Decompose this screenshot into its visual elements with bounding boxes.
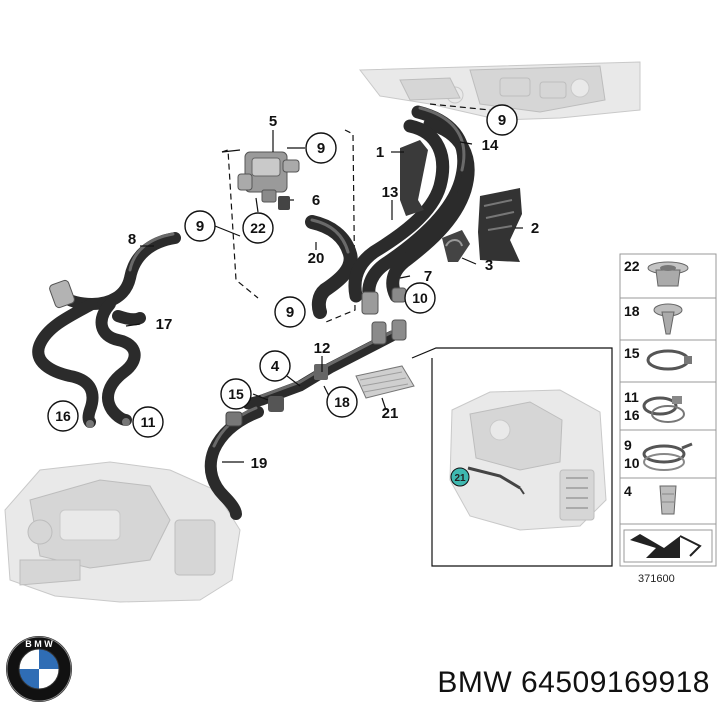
pad-hatching — [359, 371, 409, 393]
callout-21: 21 — [382, 405, 399, 422]
legend-label-18: 18 — [624, 303, 640, 319]
part-6-seal — [278, 196, 290, 210]
cover-part-2 — [478, 188, 522, 262]
callout-16: 16 — [55, 408, 71, 424]
legend-label-16: 16 — [624, 407, 640, 423]
legend-label-4: 4 — [624, 483, 632, 499]
hose-clamp-icon — [646, 349, 692, 371]
legend-label-10: 10 — [624, 455, 640, 471]
callout-21-inset: 21 — [454, 473, 466, 484]
hose-20 — [305, 215, 358, 319]
callout-circles — [47, 104, 518, 487]
legend-labels: 22 18 15 11 16 9 10 4 — [624, 258, 640, 499]
callout-4: 4 — [271, 358, 280, 375]
double-hose-clamp-icon — [642, 396, 685, 423]
callout-20: 20 — [308, 250, 325, 267]
callout-6: 6 — [312, 192, 320, 209]
nut-clip-icon — [659, 485, 677, 515]
bracket-part-1 — [400, 140, 428, 216]
engine-top-illustration — [359, 61, 641, 121]
brand-part-number: BMW 64509169918 — [437, 666, 710, 699]
bmw-roundel-icon: B M W — [6, 636, 72, 702]
callout-13: 13 — [382, 184, 399, 201]
callout-11: 11 — [141, 414, 156, 430]
dash-lead-9a — [429, 103, 491, 111]
callout-9c: 9 — [196, 218, 204, 235]
callout-7: 7 — [424, 268, 432, 285]
legend-label-11: 11 — [624, 389, 639, 405]
svg-text:B M W: B M W — [25, 639, 53, 649]
clip-part-3 — [442, 230, 470, 262]
heater-valve — [237, 151, 300, 203]
callout-12: 12 — [314, 340, 331, 357]
callout-19: 19 — [251, 455, 268, 472]
hose-19 — [204, 406, 264, 520]
engine-bottom-illustration — [4, 461, 241, 603]
callout-18: 18 — [334, 394, 350, 410]
callout-2: 2 — [531, 220, 539, 237]
legend-label-9: 9 — [624, 437, 632, 453]
expanding-rivet-icon — [653, 303, 683, 335]
inset-illustration — [449, 389, 607, 531]
callout-22: 22 — [250, 220, 266, 236]
diagram-code: 371600 — [638, 573, 675, 585]
callout-9a: 9 — [498, 112, 506, 129]
legend-label-22: 22 — [624, 258, 640, 274]
grommet-icon — [647, 261, 689, 287]
callout-9d: 9 — [286, 304, 294, 321]
legend-label-15: 15 — [624, 345, 640, 361]
spring-clamp-icon — [642, 442, 693, 471]
leader-lines — [125, 130, 613, 567]
hose-bundle-13-14 — [348, 105, 475, 315]
direction-arrow-icon — [623, 529, 713, 563]
callout-3: 3 — [485, 257, 493, 274]
valve-group-bracket — [221, 129, 356, 323]
callout-15: 15 — [228, 386, 244, 402]
callout-labels: 9 5 9 6 22 9 8 1 14 13 2 20 3 7 10 9 17 … — [55, 112, 539, 484]
legend-panel — [619, 253, 717, 567]
callout-1: 1 — [376, 144, 384, 161]
hose-8-17 — [32, 232, 181, 428]
callout-8: 8 — [128, 231, 136, 248]
callout-14: 14 — [482, 137, 499, 154]
callout-17: 17 — [156, 316, 173, 333]
callout-5: 5 — [269, 113, 277, 130]
callout-9b: 9 — [317, 140, 325, 157]
callout-10: 10 — [412, 290, 428, 306]
